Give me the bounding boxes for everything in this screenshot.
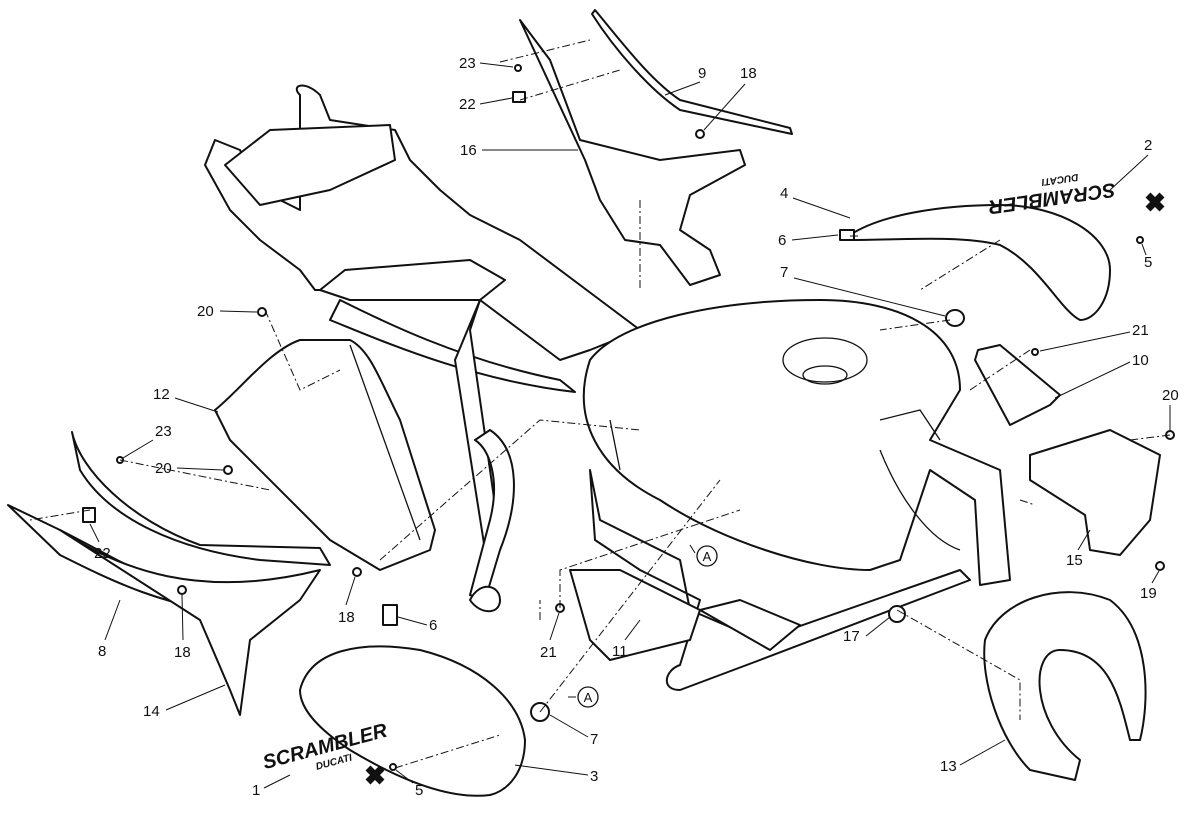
- svg-text:A: A: [703, 549, 712, 564]
- label-20c: 20: [1162, 387, 1179, 404]
- label-6: 6: [778, 232, 786, 249]
- label-2: 2: [1144, 137, 1152, 154]
- svg-text:A: A: [584, 690, 593, 705]
- label-21: 21: [1132, 322, 1149, 339]
- label-11: 11: [612, 643, 628, 660]
- label-13: 13: [940, 758, 957, 775]
- svg-text:DUCATI: DUCATI: [1041, 171, 1079, 187]
- label-6b: 6: [429, 617, 437, 634]
- label-3: 3: [590, 768, 598, 785]
- fairing-23: [71, 431, 331, 566]
- label-23: 23: [459, 55, 476, 72]
- label-18: 18: [740, 65, 757, 82]
- label-16: 16: [460, 142, 477, 159]
- label-9: 9: [698, 65, 706, 82]
- scrambler-logo-top: SCRAMBLER DUCATI: [987, 171, 1117, 218]
- bracket-15: [1029, 429, 1161, 556]
- label-17: 17: [843, 628, 860, 645]
- label-4: 4: [780, 185, 788, 202]
- x-mark-top: [1145, 192, 1165, 212]
- assembly-lines: [29, 39, 1171, 769]
- side-cover-16: [519, 19, 746, 286]
- trim-9: [591, 9, 793, 135]
- label-23b: 23: [155, 423, 172, 440]
- cover-13: [983, 591, 1147, 781]
- label-10: 10: [1132, 352, 1149, 369]
- fuel-tank: [582, 299, 1011, 586]
- fairing-14: [59, 529, 321, 716]
- label-7b: 7: [590, 731, 598, 748]
- frame: [204, 84, 971, 691]
- label-8: 8: [98, 643, 106, 660]
- label-18c: 18: [174, 644, 191, 661]
- callout-a-upper: A: [689, 544, 718, 567]
- callout-a-lower: A: [568, 686, 599, 708]
- part-labels: 23 22 9 18 16 2 4 6 5 7 20 21 10 12 23 2…: [89, 55, 1179, 799]
- side-panel-12: [214, 339, 436, 571]
- label-21b: 21: [540, 644, 557, 661]
- label-22b: 22: [94, 545, 111, 562]
- cover-4: [849, 204, 1111, 321]
- label-22: 22: [459, 96, 476, 113]
- label-14: 14: [143, 703, 160, 720]
- label-5: 5: [1144, 254, 1152, 271]
- label-20b: 20: [155, 460, 172, 477]
- label-18b: 18: [338, 609, 355, 626]
- label-1: 1: [252, 782, 260, 799]
- label-15: 15: [1066, 552, 1083, 569]
- label-12: 12: [153, 386, 170, 403]
- label-19: 19: [1140, 585, 1157, 602]
- label-20: 20: [197, 303, 214, 320]
- label-5b: 5: [415, 782, 423, 799]
- label-7: 7: [780, 264, 788, 281]
- panel-10: [974, 344, 1061, 426]
- panel-11: [569, 569, 701, 661]
- x-mark-bottom: [365, 765, 385, 785]
- cover-3: [299, 645, 526, 797]
